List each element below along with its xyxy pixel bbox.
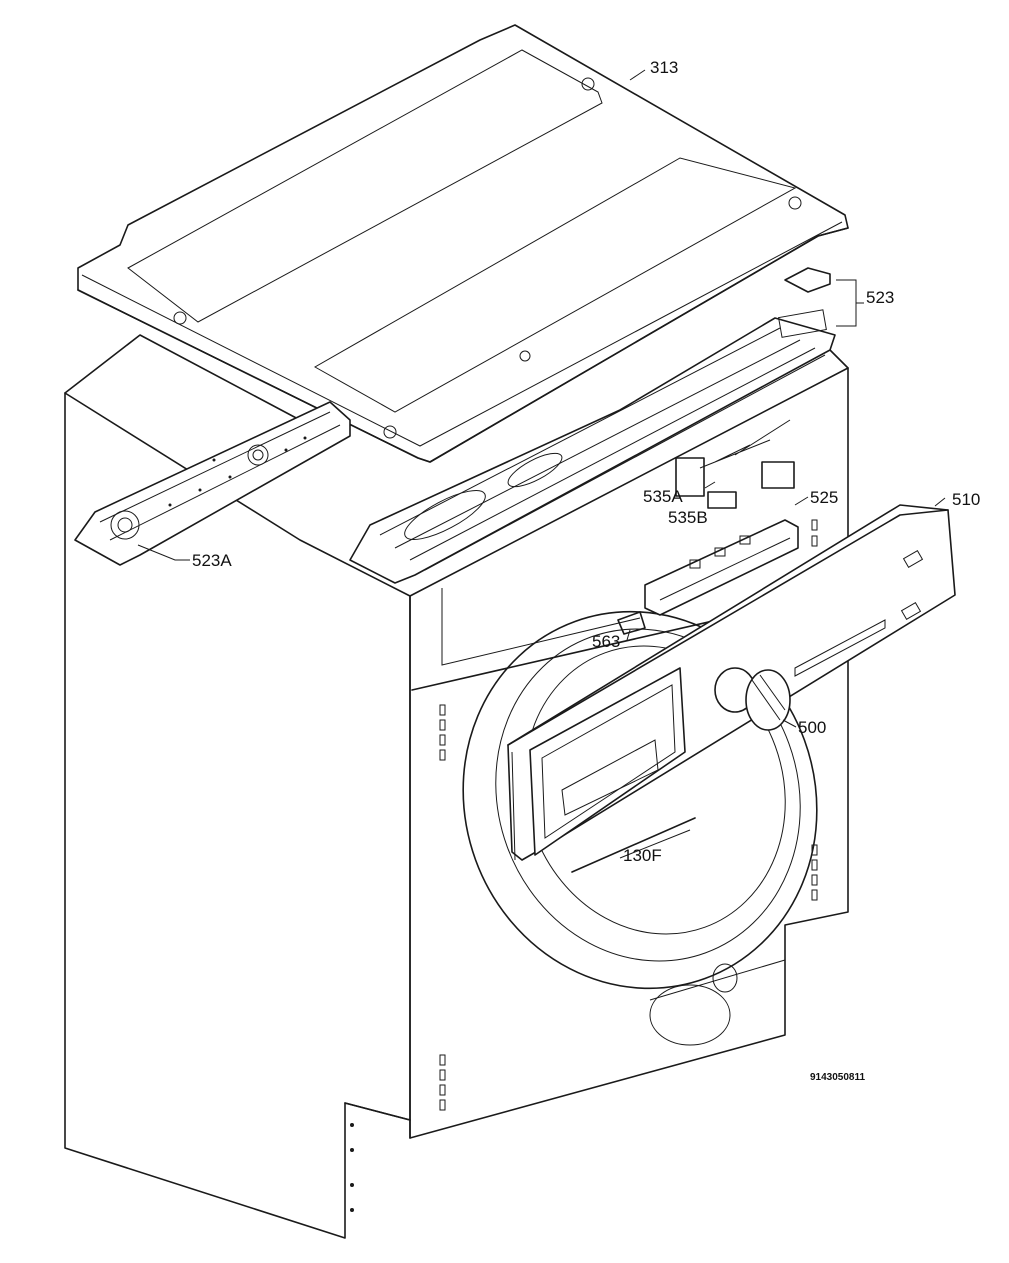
callout-510: 510	[952, 490, 980, 509]
dispenser-tray	[349, 309, 836, 584]
callout-535a: 535A	[643, 487, 683, 506]
vent-slots-left	[439, 704, 446, 1111]
cabinet-body	[64, 334, 849, 1239]
service-hatch	[784, 267, 831, 293]
callout-525: 525	[810, 488, 838, 507]
top-cover	[77, 24, 849, 463]
callout-535b: 535B	[668, 508, 708, 527]
document-id: 9143050811	[810, 1072, 866, 1083]
callout-500: 500	[798, 718, 826, 737]
program-knob	[714, 667, 791, 731]
vent-slots-right	[811, 519, 818, 901]
callout-130f: 130F	[623, 846, 662, 865]
connectors	[675, 419, 795, 509]
callout-523: 523	[866, 288, 894, 307]
leader-lines	[137, 69, 946, 859]
control-board	[644, 519, 799, 616]
door-trim	[571, 817, 696, 873]
callout-313: 313	[650, 58, 678, 77]
light-pipe	[617, 611, 646, 635]
door-ring	[462, 610, 818, 990]
callout-563: 563	[592, 632, 620, 651]
rear-panel-dots	[350, 1123, 354, 1212]
callout-523a: 523A	[192, 551, 232, 570]
rail-left	[74, 401, 351, 566]
